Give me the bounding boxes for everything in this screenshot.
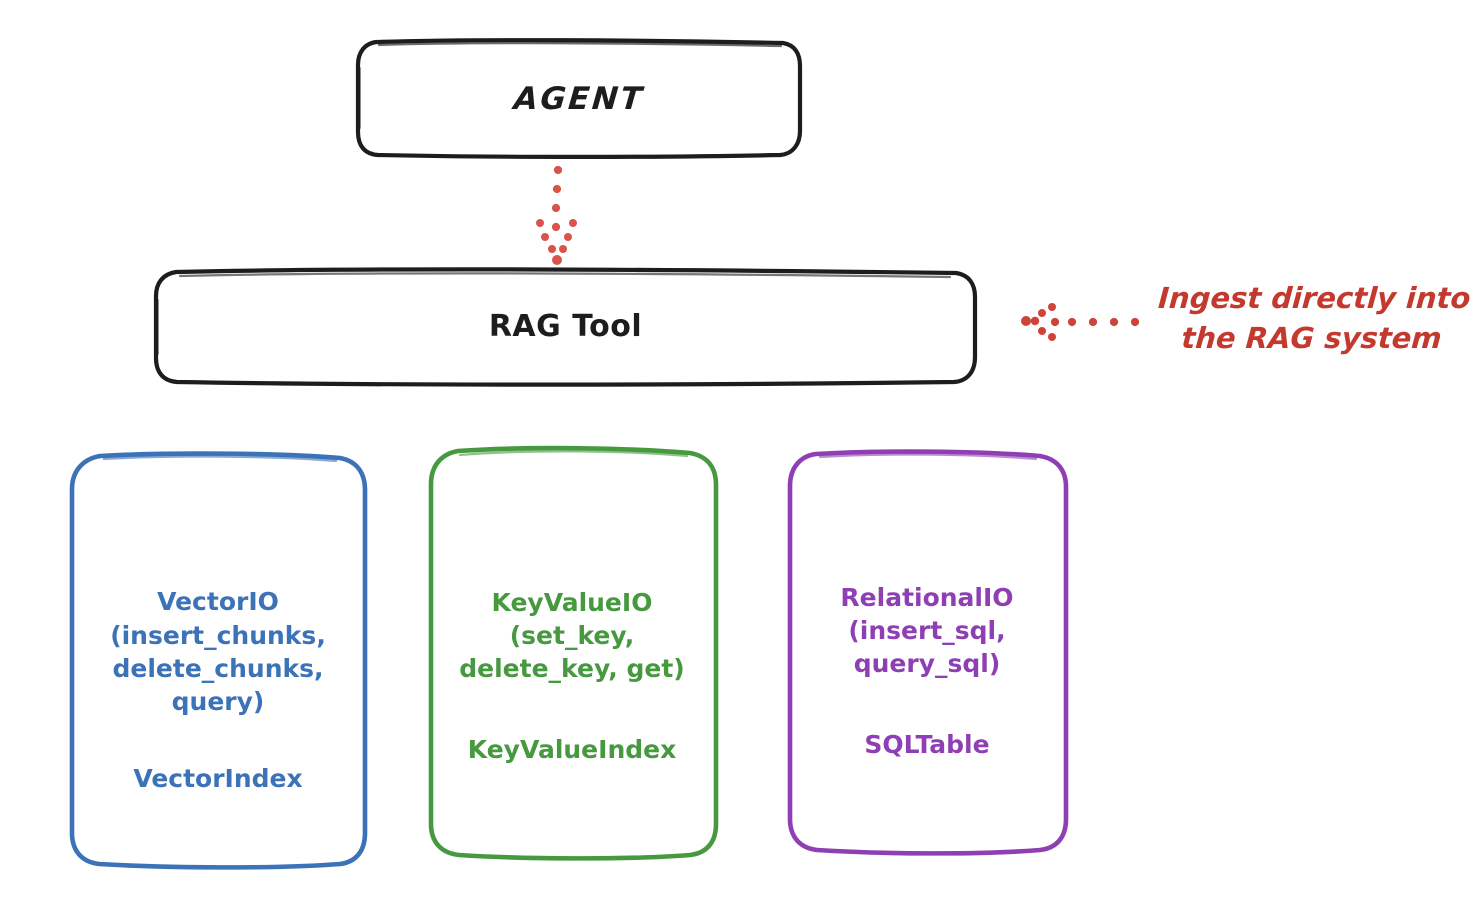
relationalio-api-label: RelationalIO (insert_sql, query_sql) <box>840 582 1014 679</box>
agent-node[interactable]: AGENT <box>357 40 801 157</box>
rag-tool-label: RAG Tool <box>488 309 643 344</box>
connector-agent-to-rag-tool <box>536 165 577 265</box>
connector-ingest-to-rag-tool <box>1021 303 1140 341</box>
vectorio-api-label: VectorIO (insert_chunks, delete_chunks, … <box>110 587 326 717</box>
rag-tool-box-outline <box>153 267 978 387</box>
keyvalueio-node[interactable]: KeyValueIO (set_key, delete_key, get) Ke… <box>428 447 716 857</box>
vectorio-node[interactable]: VectorIO (insert_chunks, delete_chunks, … <box>68 452 368 867</box>
ingest-annotation-text: Ingest directly into the RAG system <box>1157 281 1472 356</box>
rag-tool-node[interactable]: RAG Tool <box>155 270 976 383</box>
vectorio-index-label: VectorIndex <box>133 764 303 794</box>
keyvalueio-api-label: KeyValueIO (set_key, delete_key, get) <box>459 587 685 684</box>
relationalio-node[interactable]: RelationalIO (insert_sql, query_sql) SQL… <box>788 450 1066 852</box>
agent-box-outline <box>355 38 803 159</box>
relationalio-box-outline <box>787 449 1069 856</box>
agent-label: AGENT <box>512 80 646 117</box>
keyvalueio-box-outline <box>428 445 719 861</box>
vectorio-box-outline <box>69 451 368 870</box>
relationalio-index-label: SQLTable <box>864 730 990 760</box>
keyvalueio-index-label: KeyValueIndex <box>467 735 677 765</box>
